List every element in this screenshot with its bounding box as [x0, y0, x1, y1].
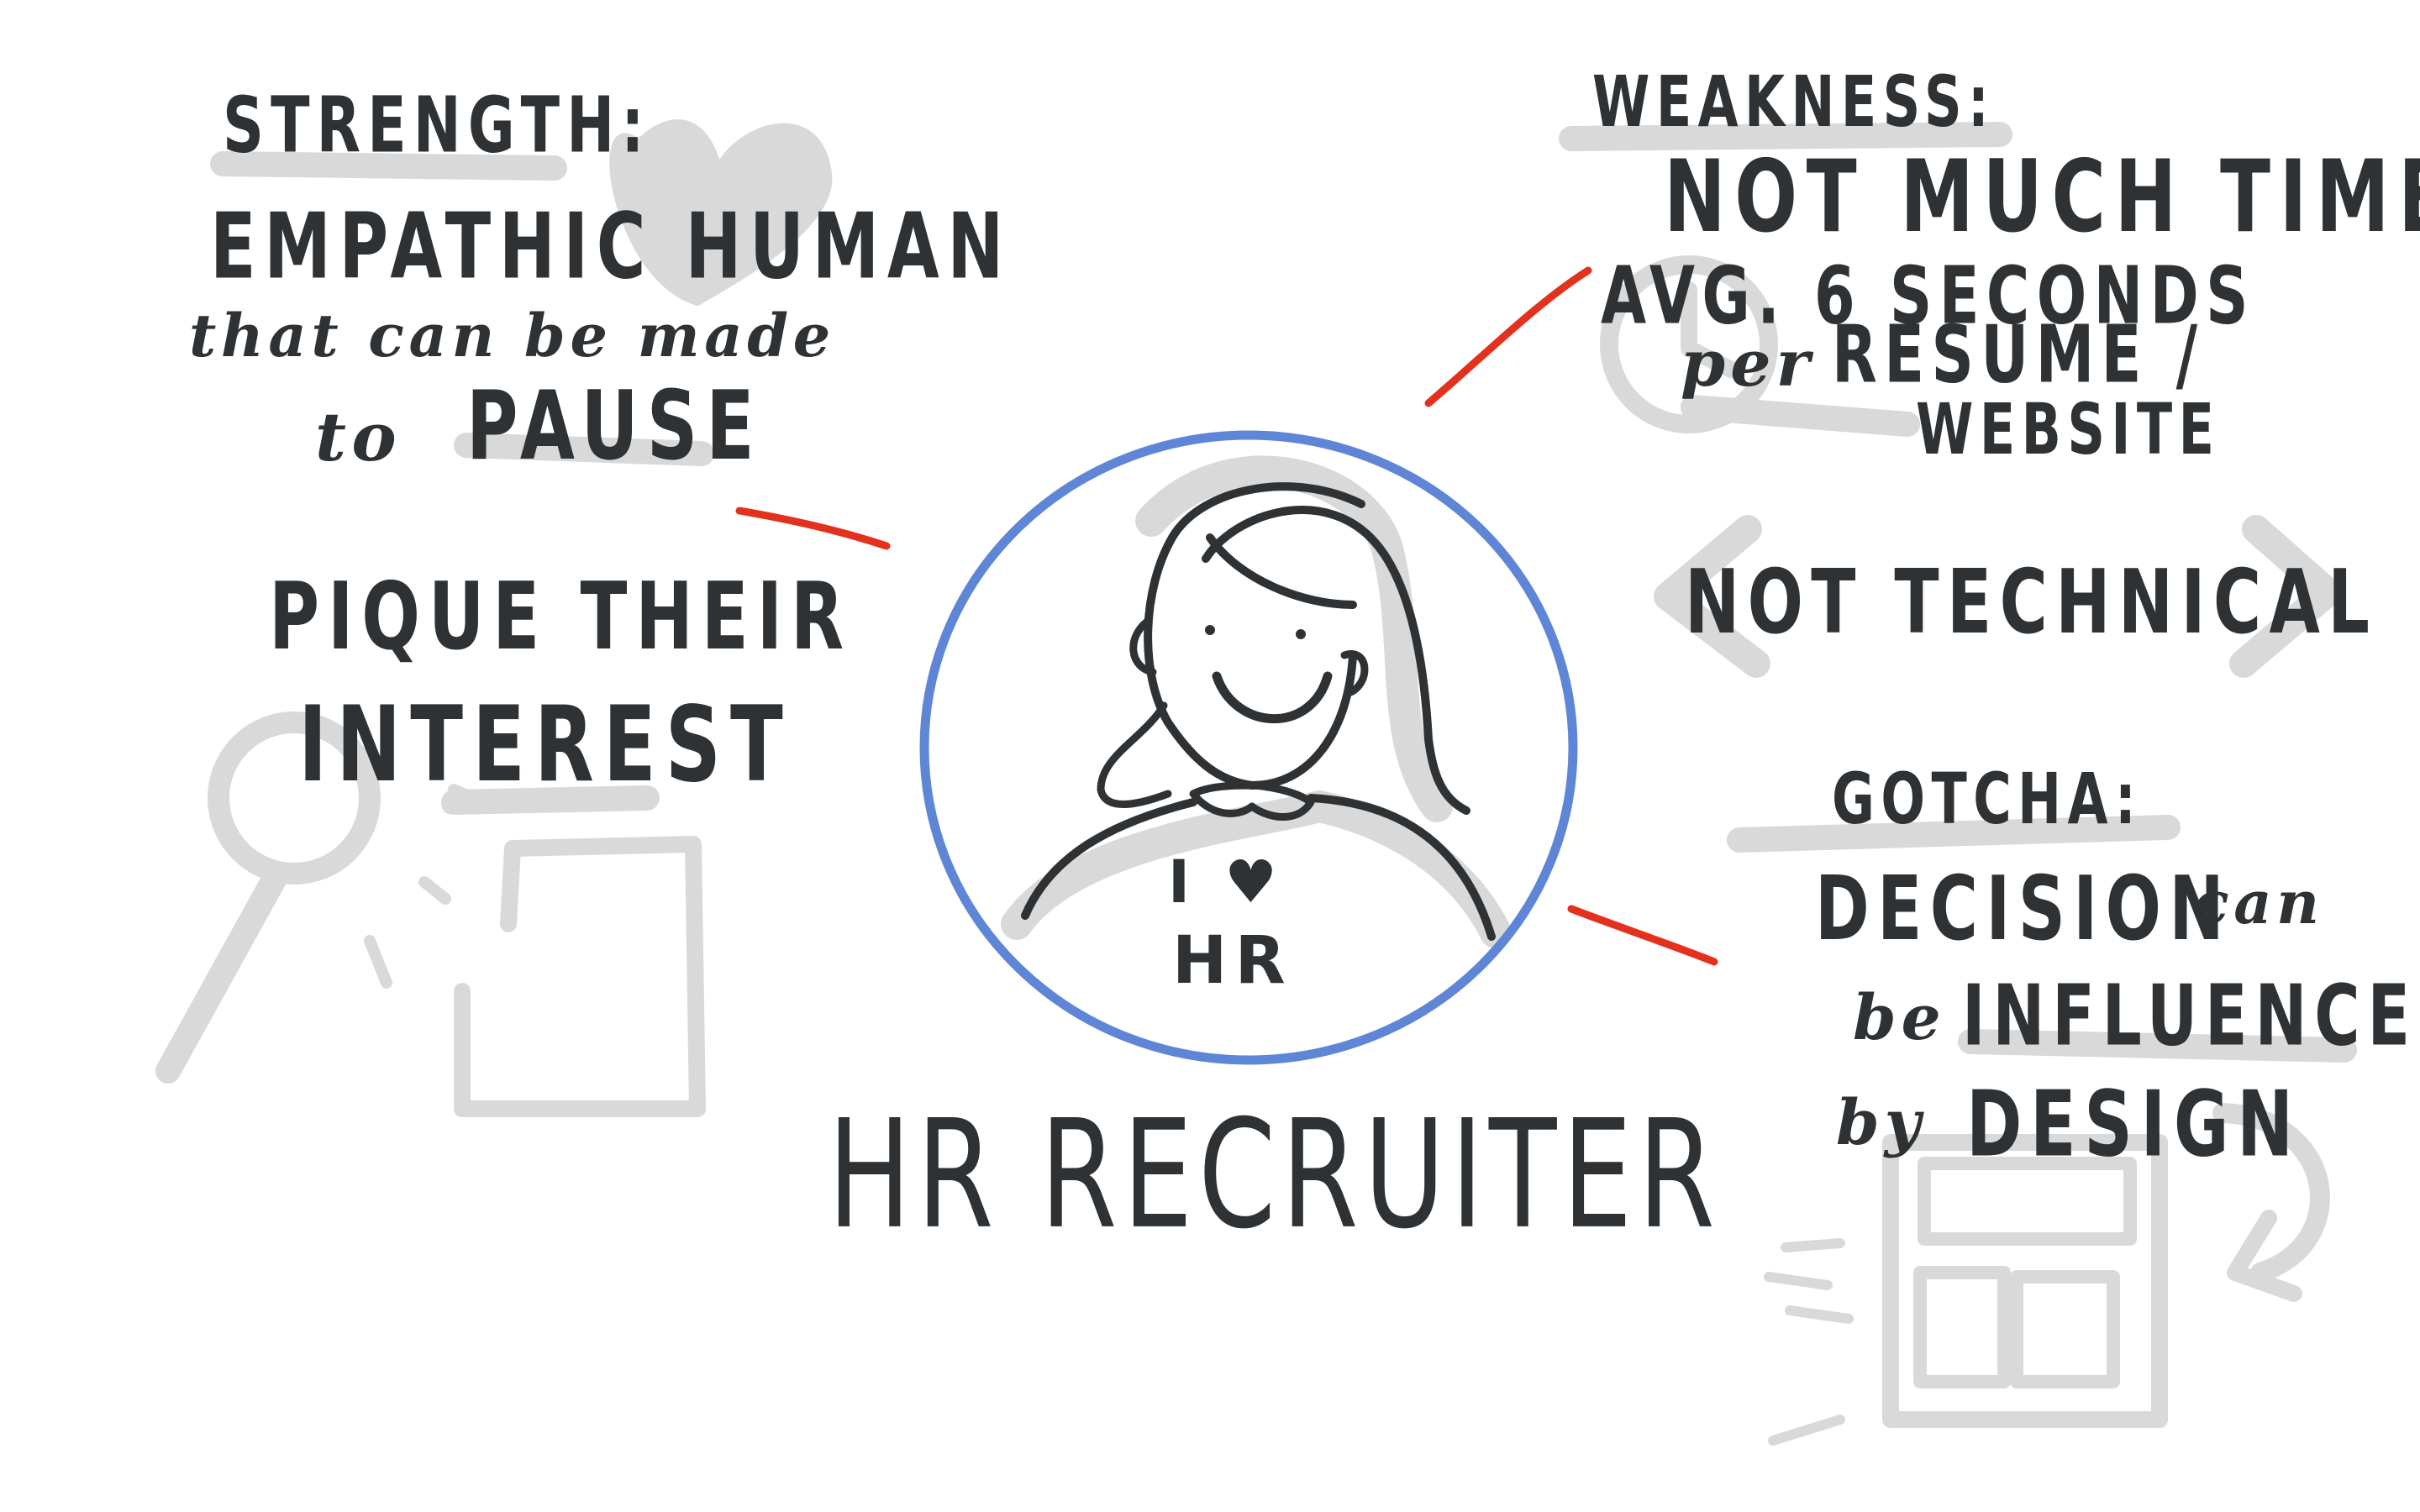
refresh-arrow-icon [2212, 1103, 2330, 1302]
heart-icon [609, 119, 833, 306]
weakness-line-4: WEBSITE [1916, 387, 2221, 471]
gotcha-line-2-word: INFLUENCED [1962, 967, 2420, 1065]
gotcha-heading: GOTCHA: [1832, 757, 2143, 841]
hair [1202, 506, 1470, 815]
gotcha-line-3-word: DESIGN [1966, 1071, 2302, 1178]
strength-line-3-pre: to [315, 397, 402, 476]
strength-line-5: INTEREST [298, 684, 792, 806]
weakness-line-1: NOT MUCH TIME [1664, 138, 2420, 255]
strength-line-4: PIQUE THEIR [269, 563, 852, 671]
shoulders [1021, 798, 1197, 920]
connector-strength [735, 507, 891, 550]
magnifier-icon [155, 711, 381, 1084]
smile [1212, 671, 1333, 724]
weakness-line-5: NOT TECHNICAL [1685, 551, 2378, 654]
gotcha-line-1-tail: can [2193, 868, 2324, 937]
strength-heading: STRENGTH: [223, 81, 651, 171]
layout-icon [1764, 1134, 2168, 1446]
strength-line-3-word: PAUSE [466, 370, 763, 481]
shirt-text-hr: HR [1172, 923, 1294, 999]
connector-weakness [1424, 266, 1592, 407]
weakness-line-3-word: RESUME / [1832, 307, 2205, 402]
weakness-line-2: AVG. 6 SECONDS [1601, 249, 2255, 343]
gotcha-line-2-pre: be [1853, 982, 1946, 1054]
gotcha-line-1-word: DECISION [1815, 858, 2232, 961]
clock-icon [1600, 255, 1778, 433]
weakness-heading: WEAKNESS: [1592, 60, 1996, 144]
page-title: HR RECRUITER [828, 1088, 1721, 1263]
strength-line-2: that can be made [189, 301, 835, 370]
gotcha-line-3-pre: by [1836, 1087, 1926, 1159]
code-brackets-icon [1654, 515, 2342, 678]
shirt-text-love: I ♥ [1168, 848, 1285, 916]
eye-right [1296, 629, 1306, 639]
highlight-bars [210, 122, 2357, 1063]
strength-line-1: EMPATHIC HUMAN [210, 193, 1012, 300]
portrait-circle [919, 430, 1578, 1065]
collar [1189, 781, 1315, 821]
weakness-line-3-pre: per [1681, 326, 1815, 401]
connector-gotcha [1567, 905, 1718, 966]
eye-left [1205, 625, 1215, 635]
